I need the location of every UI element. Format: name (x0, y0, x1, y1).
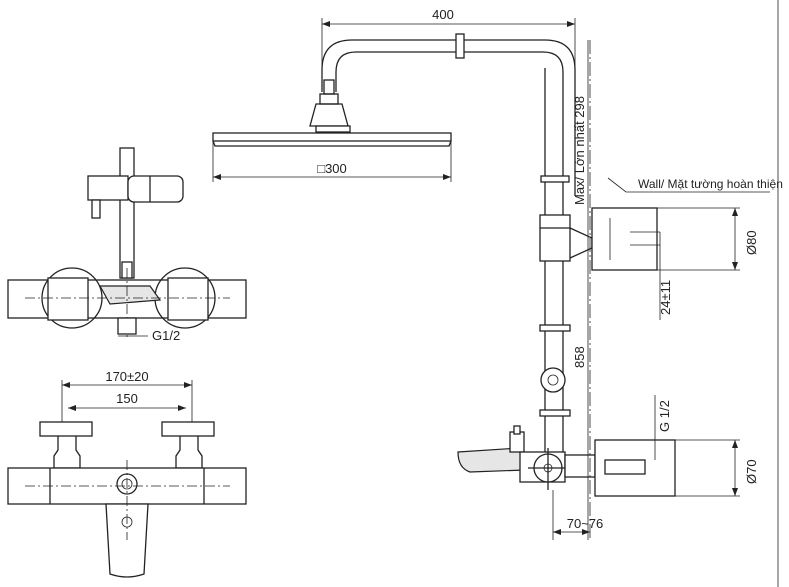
shower-head (212, 132, 452, 142)
dim-max-height: Max/ Lớn nhất 298 (572, 96, 587, 205)
dim-head-size: □300 (317, 161, 347, 176)
inlet-elbow (564, 454, 596, 478)
riser-bracket-clamp (539, 214, 571, 262)
tub-spout (457, 447, 526, 473)
left-inlet-flange (39, 421, 93, 437)
handshower-holder (127, 175, 184, 203)
dim-side-thread: G1/2 (152, 328, 180, 343)
label-wall-finish: Wall/ Mặt tường hoàn thiện (638, 177, 783, 191)
dim-centers-nominal: 150 (116, 391, 138, 406)
dim-wall-distance: 70~76 (567, 516, 604, 531)
slide-bar-body (87, 175, 129, 201)
spout-front (98, 285, 162, 305)
diverter-knob (509, 431, 525, 453)
dim-centers-range: 170±20 (105, 369, 148, 384)
dim-inlet-thread: G 1/2 (657, 400, 672, 432)
dim-bracket-diameter: Ø80 (744, 230, 759, 255)
right-inlet-flange (161, 421, 215, 437)
spout-top (105, 503, 149, 578)
dim-valve-diameter: Ø70 (744, 459, 759, 484)
dim-arm-length: 400 (432, 7, 454, 22)
shower-arm-outer (321, 39, 576, 180)
wall-bracket-plate (591, 207, 658, 271)
inlet-front (117, 317, 137, 335)
side-elevation-view (212, 33, 676, 540)
slide-holder (540, 367, 566, 393)
top-view: 170±20 150 (7, 369, 247, 578)
side-elevation-dimensions: 400 □300 Max/ Lớn nhất 298 Wall/ Mặt tườ… (212, 7, 783, 540)
dim-riser-height: 858 (572, 346, 587, 368)
dim-offset-tolerance: 24±11 (658, 280, 673, 315)
riser-pipe-front (119, 147, 135, 279)
head-connector (309, 103, 349, 127)
front-elevation-view: G1/2 (7, 147, 247, 343)
arm-joint (455, 33, 465, 59)
